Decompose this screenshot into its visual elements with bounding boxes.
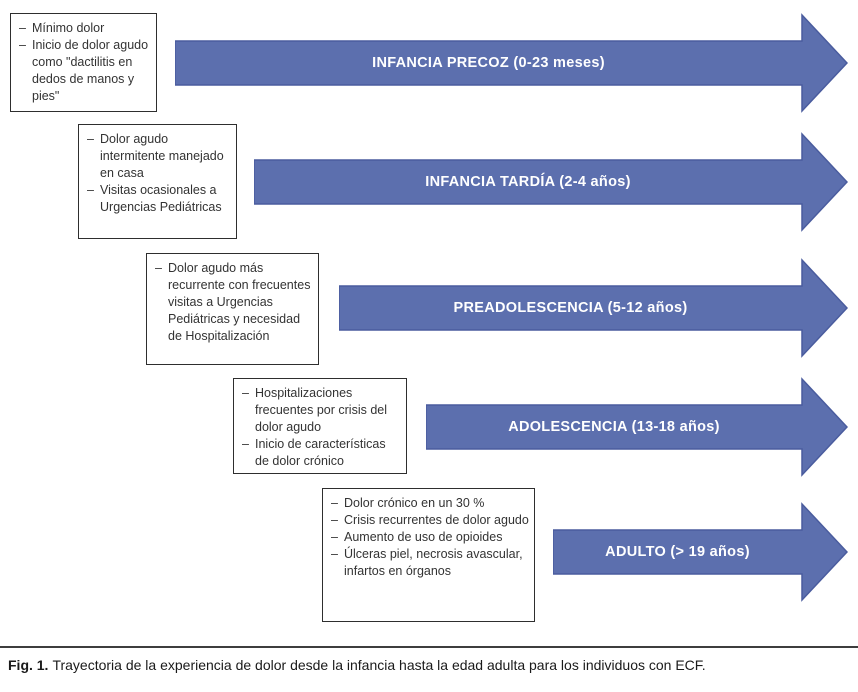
note-list: Mínimo dolor Inicio de dolor agudo como … <box>17 20 151 105</box>
note-item: Aumento de uso de opioides <box>329 529 529 546</box>
note-item: Inicio de características de dolor cróni… <box>240 436 401 470</box>
note-item: Dolor crónico en un 30 % <box>329 495 529 512</box>
arrow-shape <box>175 13 848 113</box>
note-item: Visitas ocasionales a Urgencias Pediátri… <box>85 182 231 216</box>
arrow-shape <box>426 377 848 477</box>
note-box-infancia-precoz: Mínimo dolor Inicio de dolor agudo como … <box>10 13 157 112</box>
note-box-infancia-tardia: Dolor agudo intermitente manejado en cas… <box>78 124 237 239</box>
note-box-preadolescencia: Dolor agudo más recurrente con frecuente… <box>146 253 319 365</box>
stage-arrow-infancia-precoz <box>175 13 848 113</box>
stage-arrow-adulto <box>553 502 848 602</box>
stage-arrow-preadolescencia <box>339 258 848 358</box>
caption-divider <box>0 646 858 648</box>
arrow-shape <box>553 502 848 602</box>
stage-arrow-infancia-tardia <box>254 132 848 232</box>
figure-caption-text: Trayectoria de la experiencia de dolor d… <box>52 657 706 673</box>
note-item: Dolor agudo intermitente manejado en cas… <box>85 131 231 182</box>
note-item: Hospitalizaciones frecuentes por crisis … <box>240 385 401 436</box>
note-item: Crisis recurrentes de dolor agudo <box>329 512 529 529</box>
note-item: Inicio de dolor agudo como "dactilitis e… <box>17 37 151 105</box>
note-box-adolescencia: Hospitalizaciones frecuentes por crisis … <box>233 378 407 474</box>
note-item: Dolor agudo más recurrente con frecuente… <box>153 260 313 345</box>
note-box-adulto: Dolor crónico en un 30 % Crisis recurren… <box>322 488 535 622</box>
note-item: Úlceras piel, necrosis avascular, infart… <box>329 546 529 580</box>
figure-caption-label: Fig. 1. <box>8 657 49 673</box>
arrow-shape <box>254 132 848 232</box>
figure-caption: Fig. 1.Trayectoria de la experiencia de … <box>8 656 850 674</box>
stage-arrow-adolescencia <box>426 377 848 477</box>
note-item: Mínimo dolor <box>17 20 151 37</box>
note-list: Dolor agudo intermitente manejado en cas… <box>85 131 231 216</box>
note-list: Dolor agudo más recurrente con frecuente… <box>153 260 313 345</box>
note-list: Dolor crónico en un 30 % Crisis recurren… <box>329 495 529 580</box>
arrow-shape <box>339 258 848 358</box>
note-list: Hospitalizaciones frecuentes por crisis … <box>240 385 401 470</box>
